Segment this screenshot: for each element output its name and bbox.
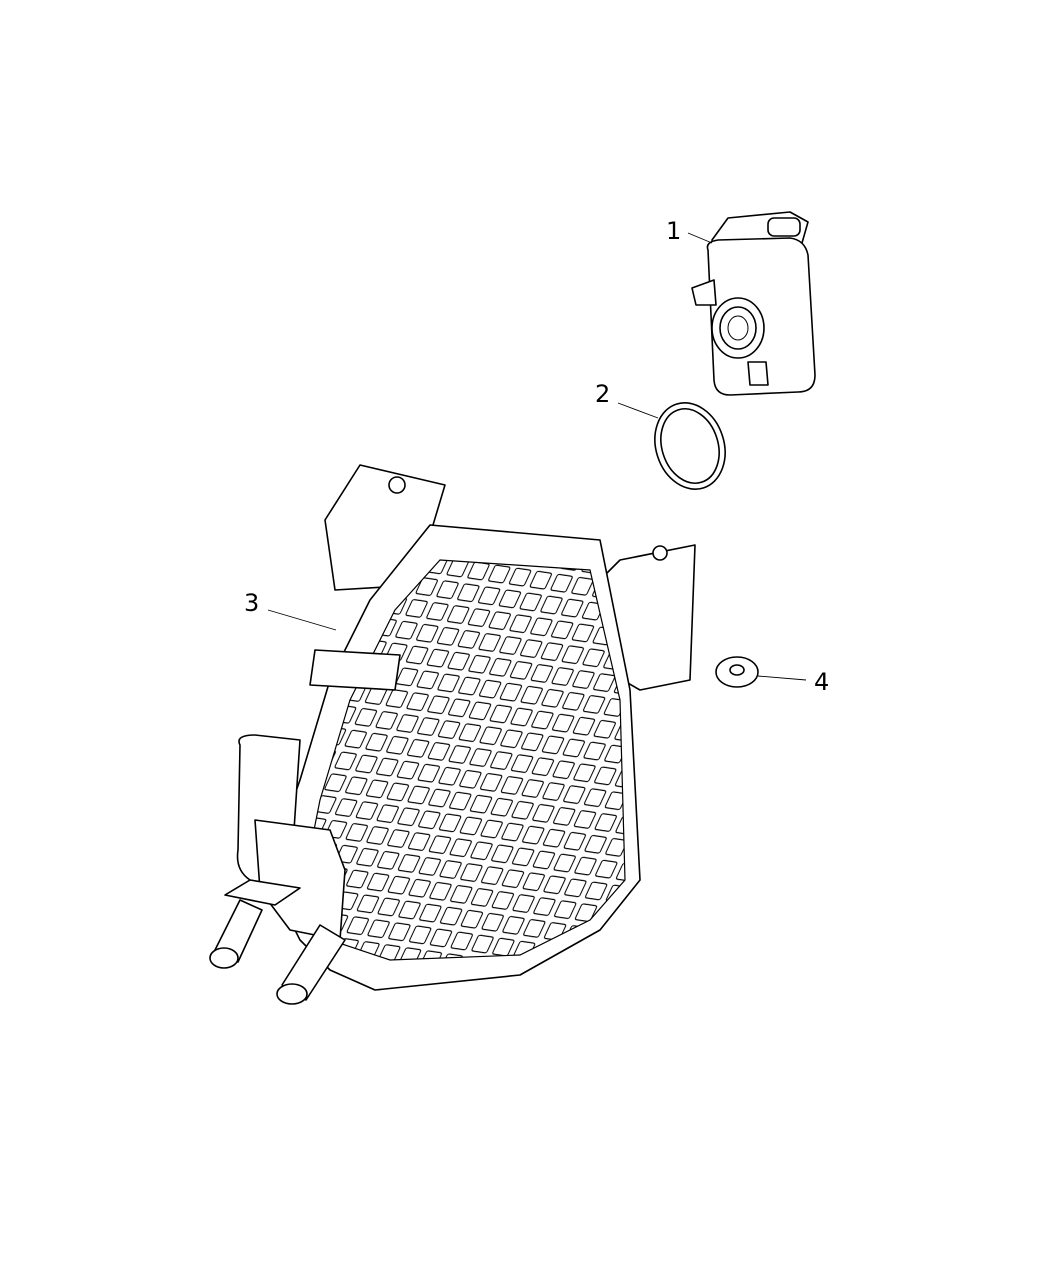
leader-line-2 <box>617 402 659 419</box>
callout-2: 2 <box>595 380 610 408</box>
leader-line-3 <box>267 609 337 631</box>
fitting-right <box>276 924 346 1005</box>
callout-4: 4 <box>814 668 829 696</box>
leader-line-4 <box>757 675 807 681</box>
leader-line-1 <box>687 232 713 244</box>
part-4-washer <box>715 656 759 688</box>
fitting-left <box>209 899 263 969</box>
part-2-o-ring <box>654 402 726 490</box>
part-1-purge-valve <box>691 211 816 396</box>
callout-3: 3 <box>244 589 259 617</box>
part-3-vapor-canister <box>209 464 696 1005</box>
callout-1: 1 <box>666 217 681 245</box>
